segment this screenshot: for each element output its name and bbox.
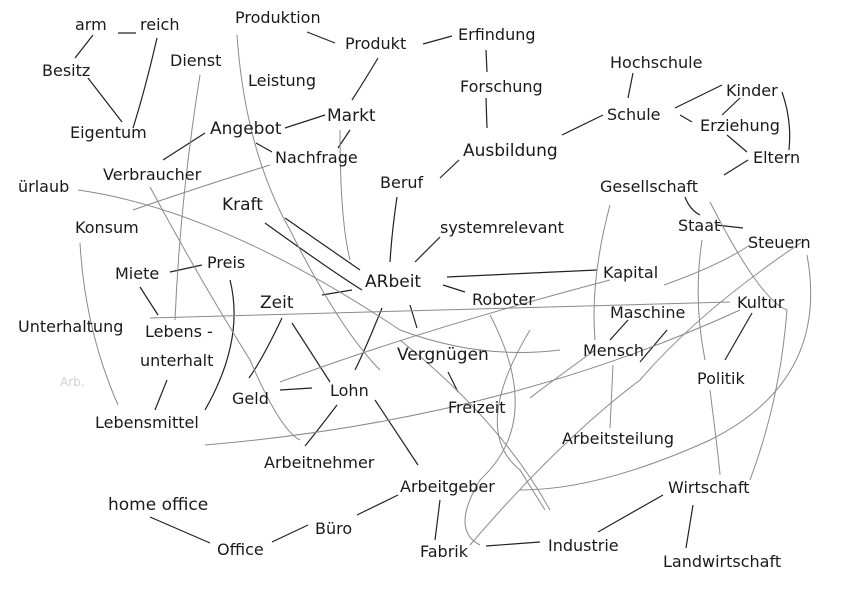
word-industrie: Industrie <box>548 536 619 555</box>
word-ausbildung: Ausbildung <box>463 141 558 161</box>
word-arbeitnehmer: Arbeitnehmer <box>264 453 375 472</box>
word-leistung: Leistung <box>248 71 316 90</box>
word-miete: Miete <box>115 264 159 283</box>
word-konsum: Konsum <box>75 218 139 237</box>
word-dienst: Dienst <box>170 51 221 70</box>
word-produkt: Produkt <box>345 34 406 53</box>
word-arbeitsteilung: Arbeitsteilung <box>562 429 674 448</box>
word-beruf: Beruf <box>380 173 424 192</box>
word-nachfrage: Nachfrage <box>275 148 358 167</box>
word-hochschule: Hochschule <box>610 53 702 72</box>
connections <box>74 31 812 549</box>
word-arbeit: ARbeit <box>365 272 421 292</box>
word-gesellschaft: Gesellschaft <box>600 177 698 196</box>
word-office: Office <box>217 540 264 559</box>
word-home-office: home office <box>108 495 208 515</box>
word-unterhaltung: Unterhaltung <box>18 317 123 336</box>
word-urlaub: ürlaub <box>18 177 69 196</box>
word-lebensmittel: Lebensmittel <box>95 413 199 432</box>
word-staat: Staat <box>678 216 720 235</box>
word-angebot: Angebot <box>210 119 282 139</box>
word-kultur: Kultur <box>737 293 785 312</box>
word-erziehung: Erziehung <box>700 116 780 135</box>
word-steuern: Steuern <box>748 233 811 252</box>
word-mensch: Mensch <box>583 341 644 360</box>
word-geld: Geld <box>232 389 269 408</box>
word-lohn: Lohn <box>330 381 369 400</box>
word-forschung: Forschung <box>460 77 543 96</box>
word-systemrelevant: systemrelevant <box>440 218 564 237</box>
word-maschine: Maschine <box>610 303 685 322</box>
word-landwirtschaft: Landwirtschaft <box>663 552 781 571</box>
word-arbeitgeber: Arbeitgeber <box>400 477 495 496</box>
word-freizeit: Freizeit <box>448 398 506 417</box>
word-zeit: Zeit <box>260 293 294 313</box>
word-unterhalt: unterhalt <box>140 351 213 370</box>
word-eltern: Eltern <box>753 148 800 167</box>
word-roboter: Roboter <box>472 290 535 309</box>
word-produktion: Produktion <box>235 8 321 27</box>
word-fabrik: Fabrik <box>420 542 469 561</box>
word-arm: arm <box>75 15 107 34</box>
word-reich: reich <box>140 15 179 34</box>
word-besitz: Besitz <box>42 61 90 80</box>
word-markt: Markt <box>327 106 376 126</box>
word-erfindung: Erfindung <box>458 25 536 44</box>
word-preis: Preis <box>207 253 245 272</box>
word-kraft: Kraft <box>222 195 263 215</box>
word-vergnuegen: Vergnügen <box>397 345 489 365</box>
word-eigentum: Eigentum <box>70 123 147 142</box>
word-kinder: Kinder <box>726 81 778 100</box>
concept-words: arm reich Besitz Eigentum Dienst Produkt… <box>18 8 811 571</box>
word-kapital: Kapital <box>603 263 658 282</box>
word-verbraucher: Verbraucher <box>103 165 202 184</box>
word-lebens: Lebens - <box>145 322 213 341</box>
word-wirtschaft: Wirtschaft <box>668 478 749 497</box>
word-arb-faint: Arb. <box>60 375 85 389</box>
word-schule: Schule <box>607 105 661 124</box>
word-politik: Politik <box>697 369 745 388</box>
word-buero: Büro <box>315 519 352 538</box>
